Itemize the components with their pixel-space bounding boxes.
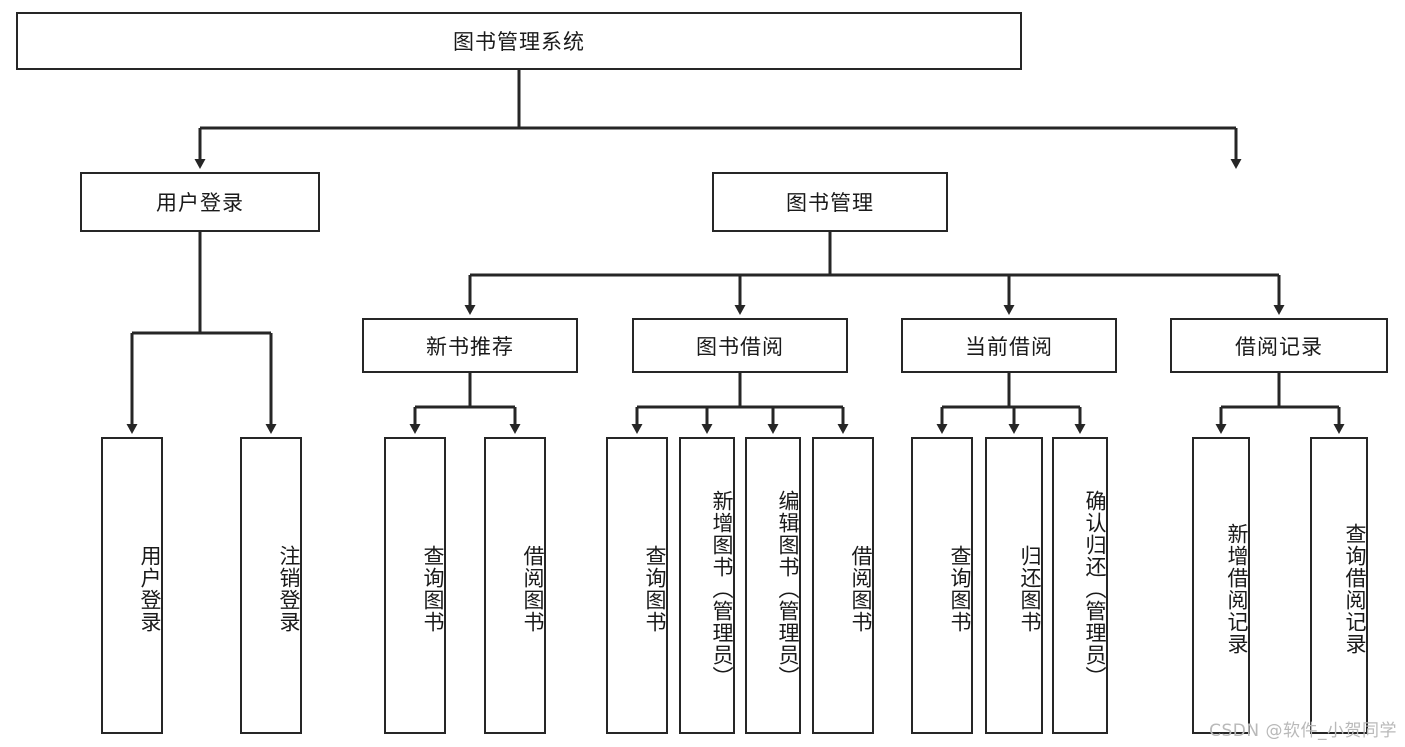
node-leaf-return-book[interactable]: 归还图书 [985,437,1043,734]
node-leaf-edit-book-admin[interactable]: 编辑图书（管理员） [745,437,801,734]
node-book-borrow-label: 图书借阅 [696,334,784,359]
node-book-manage[interactable]: 图书管理 [712,172,948,232]
node-new-book-recommend[interactable]: 新书推荐 [362,318,578,373]
node-leaf-query-book-current[interactable]: 查询图书 [911,437,973,734]
node-leaf-borrow-book-recommend-label: 借阅图书 [521,544,545,633]
node-leaf-query-book-borrow[interactable]: 查询图书 [606,437,668,734]
node-new-book-recommend-label: 新书推荐 [426,334,514,359]
node-leaf-confirm-return-admin[interactable]: 确认归还（管理员） [1052,437,1108,734]
node-leaf-query-book-recommend[interactable]: 查询图书 [384,437,446,734]
node-leaf-query-book-current-label: 查询图书 [948,544,972,633]
node-book-borrow[interactable]: 图书借阅 [632,318,848,373]
node-leaf-query-borrow-record[interactable]: 查询借阅记录 [1310,437,1368,734]
node-leaf-borrow-book-label: 借阅图书 [849,544,873,633]
node-leaf-logout-label: 注销登录 [277,544,301,633]
node-root[interactable]: 图书管理系统 [16,12,1022,70]
node-leaf-query-borrow-record-label: 查询借阅记录 [1343,522,1367,655]
node-leaf-return-book-label: 归还图书 [1018,544,1042,633]
node-user-login[interactable]: 用户登录 [80,172,320,232]
node-leaf-add-book-admin-label: 新增图书（管理员） [710,489,734,688]
node-current-borrow-label: 当前借阅 [965,334,1053,359]
node-leaf-user-login-label: 用户登录 [138,544,162,633]
node-leaf-borrow-book[interactable]: 借阅图书 [812,437,874,734]
node-leaf-add-borrow-record[interactable]: 新增借阅记录 [1192,437,1250,734]
node-leaf-query-book-borrow-label: 查询图书 [643,544,667,633]
node-leaf-logout[interactable]: 注销登录 [240,437,302,734]
node-root-label: 图书管理系统 [453,30,585,54]
node-leaf-confirm-return-admin-label: 确认归还（管理员） [1083,489,1107,688]
node-leaf-borrow-book-recommend[interactable]: 借阅图书 [484,437,546,734]
node-leaf-query-book-recommend-label: 查询图书 [421,544,445,633]
node-user-login-label: 用户登录 [156,191,244,215]
node-borrow-record[interactable]: 借阅记录 [1170,318,1388,373]
node-leaf-add-borrow-record-label: 新增借阅记录 [1225,522,1249,655]
node-leaf-add-book-admin[interactable]: 新增图书（管理员） [679,437,735,734]
node-book-manage-label: 图书管理 [786,191,874,215]
node-current-borrow[interactable]: 当前借阅 [901,318,1117,373]
node-leaf-user-login[interactable]: 用户登录 [101,437,163,734]
node-leaf-edit-book-admin-label: 编辑图书（管理员） [776,489,800,688]
node-borrow-record-label: 借阅记录 [1235,334,1323,359]
